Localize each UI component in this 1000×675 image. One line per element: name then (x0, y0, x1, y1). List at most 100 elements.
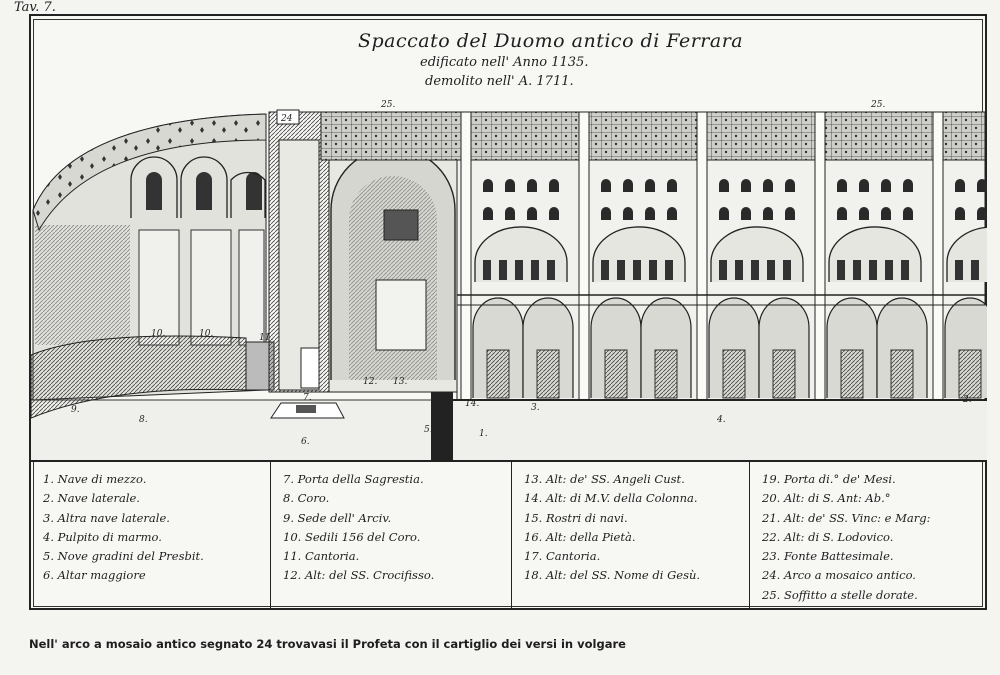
clerestory-window (623, 207, 633, 220)
aisle-arch (472, 297, 524, 398)
nave-pier (932, 111, 944, 401)
aisle-arch (708, 297, 760, 398)
clerestory-window (549, 179, 559, 192)
mosaic-arch (268, 109, 330, 393)
clerestory-window (741, 207, 751, 220)
triforium-opening (665, 260, 673, 280)
clerestory-window (505, 207, 515, 220)
label-10-left: 10. (151, 329, 165, 339)
triforium-opening (767, 260, 775, 280)
label-14: 14. (465, 399, 479, 409)
side-altar (604, 349, 628, 399)
triforium-opening (853, 260, 861, 280)
label-25-right: 25. (870, 100, 885, 110)
clerestory-window (881, 207, 891, 220)
triforium-opening (483, 260, 491, 280)
clerestory-window (955, 179, 965, 192)
clerestory-window (977, 207, 987, 220)
legend-column-3: 13. Alt: de' SS. Angeli Cust. 14. Alt: d… (511, 462, 749, 610)
side-altar (722, 349, 746, 399)
nave-pier (578, 111, 590, 401)
legend-item-13: 13. Alt: de' SS. Angeli Cust. (524, 472, 685, 486)
cathedral-section-drawing: 25. 25. 24 10. 10. 11. 7. 8. 9. 6. 12. 1… (31, 100, 987, 462)
label-24: 24 (280, 114, 293, 124)
floor (31, 400, 987, 462)
triforium-opening (531, 260, 539, 280)
legend-column-1: 1. Nave di mezzo. 2. Nave laterale. 3. A… (31, 462, 270, 610)
label-5: 5. (424, 425, 433, 435)
legend-item-8: 8. Coro. (283, 491, 330, 506)
label-9: 9. (71, 405, 80, 415)
legend-column-4: 19. Porta di.° de' Mesi. 20. Alt: di S. … (749, 462, 985, 610)
aisle-arch (826, 297, 878, 398)
clerestory-window (859, 179, 869, 192)
label-8: 8. (139, 415, 148, 425)
triforium-arch (474, 226, 568, 282)
triforium-opening (885, 260, 893, 280)
label-3: 3. (531, 403, 540, 413)
legend-item-14: 14. Alt: di M.V. della Colonna. (524, 491, 698, 506)
clerestory-window (645, 207, 655, 220)
nave-pier (814, 111, 826, 401)
label-6: 6. (301, 437, 310, 447)
triforium-opening (547, 260, 555, 280)
legend-item-12: 12. Alt: del SS. Crocifisso. (283, 568, 435, 583)
legend-item-20: 20. Alt: di S. Ant: Ab.° (762, 491, 891, 506)
clerestory-window (763, 207, 773, 220)
clerestory-window (763, 179, 773, 192)
clerestory-window (505, 179, 515, 192)
legend-item-24: 24. Arco a mosaico antico. (762, 568, 916, 583)
legend-item-3: 3. Altra nave laterale. (43, 510, 170, 525)
label-25-left: 25. (380, 100, 395, 110)
clerestory-window (527, 207, 537, 220)
crossing-chapel (300, 111, 458, 393)
legend-item-10: 10. Sedili 156 del Coro. (283, 529, 421, 544)
side-altar (772, 349, 796, 399)
legend-item-22: 22. Alt: di S. Lodovico. (762, 529, 894, 544)
caption: Nell' arco a mosaio antico segnato 24 tr… (29, 637, 626, 651)
plate-subtitle-demolished: demolito nell' A. 1711. (425, 74, 574, 89)
plate-subtitle-built: edificato nell' Anno 1135. (420, 55, 589, 70)
triforium-arch (592, 226, 686, 282)
triforium-opening (515, 260, 523, 280)
triforium-opening (633, 260, 641, 280)
legend-item-6: 6. Altar maggiore (43, 568, 146, 583)
legend-item-4: 4. Pulpito di marmo. (43, 529, 162, 544)
legend-item-11: 11. Cantoria. (283, 549, 360, 564)
clerestory-window (527, 179, 537, 192)
legend-item-23: 23. Fonte Battesimale. (762, 549, 894, 564)
clerestory-window (881, 179, 891, 192)
label-7: 7. (303, 393, 312, 403)
side-altar (958, 349, 982, 399)
clerestory-window (903, 179, 913, 192)
clerestory-window (977, 179, 987, 192)
aisle-arch (522, 297, 574, 398)
legend-item-25: 25. Soffitto a stelle dorate. (762, 587, 918, 602)
aisle-arch (590, 297, 642, 398)
legend-item-18: 18. Alt: del SS. Nome di Gesù. (524, 568, 701, 583)
legend-item-21: 21. Alt: de' SS. Vinc: e Marg: (762, 510, 931, 525)
clerestory-window (719, 207, 729, 220)
clerestory-window (549, 207, 559, 220)
triforium-opening (649, 260, 657, 280)
triforium-opening (735, 260, 743, 280)
legend-item-5: 5. Nove gradini del Presbit. (43, 549, 204, 564)
triforium-opening (971, 260, 979, 280)
triforium-opening (499, 260, 507, 280)
legend-item-9: 9. Sede dell' Arciv. (283, 510, 392, 525)
clerestory-window (483, 179, 493, 192)
label-2: 2. (962, 395, 972, 405)
clerestory-window (741, 179, 751, 192)
legend-item-7: 7. Porta della Sagrestia. (283, 472, 424, 486)
clerestory-window (837, 207, 847, 220)
clerestory-window (667, 179, 677, 192)
clerestory-window (623, 179, 633, 192)
label-1: 1. (479, 429, 488, 439)
triforium-opening (901, 260, 909, 280)
nave-pier (460, 111, 472, 401)
nave (456, 111, 987, 401)
aisle-arch (640, 297, 692, 398)
triforium-opening (617, 260, 625, 280)
triforium-arch (710, 226, 804, 282)
triforium-opening (751, 260, 759, 280)
